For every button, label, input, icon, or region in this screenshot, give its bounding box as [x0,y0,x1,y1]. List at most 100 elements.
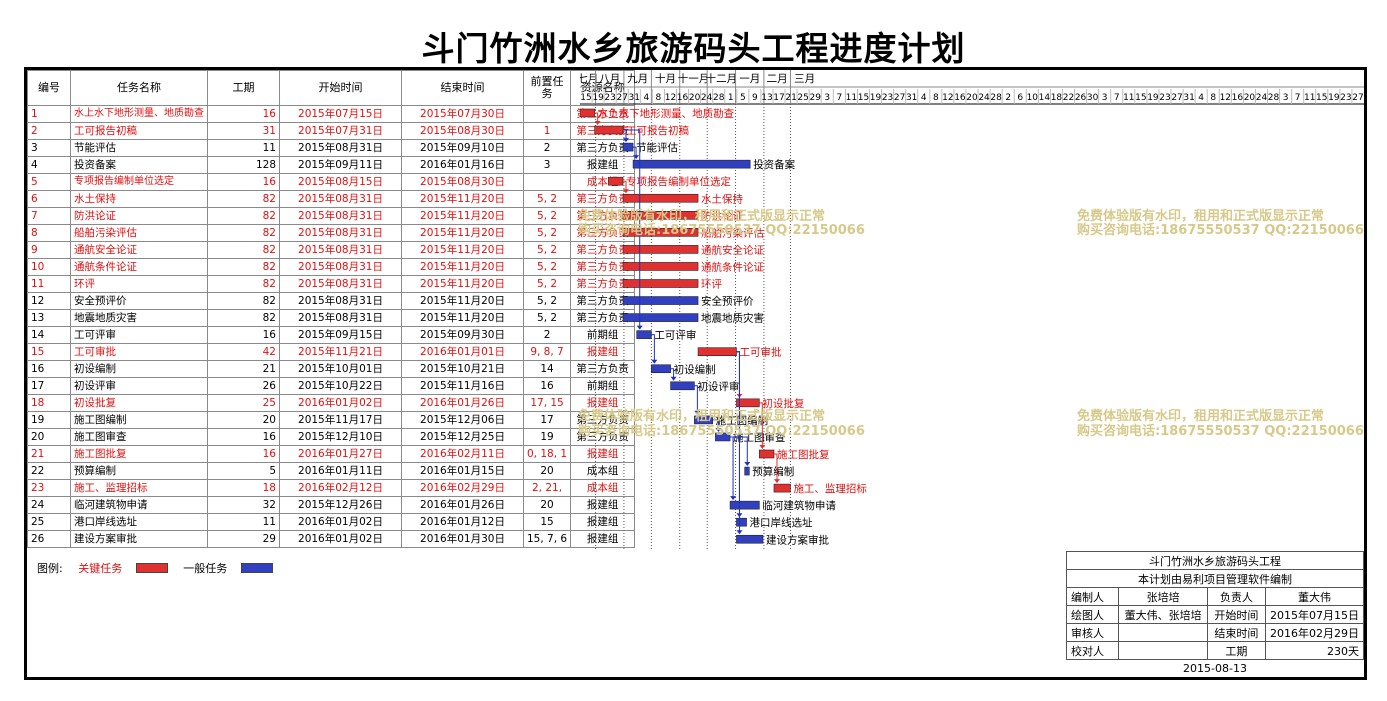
cell-start: 2015年08月31日 [279,190,402,208]
cell-start: 2015年11月21日 [279,343,402,361]
cell-dur: 32 [207,496,280,514]
cell-end: 2015年08月30日 [401,173,524,191]
cell-pred: 19 [522,428,572,446]
day-tick: 23 [604,93,615,103]
cell-name: 环评 [70,275,208,293]
cell-pred: 3 [522,156,572,174]
cell-end: 2016年01月01日 [401,343,524,361]
info-start: 2015年07月15日 [1264,605,1365,624]
info-editor-label: 编制人 [1065,587,1120,606]
cell-dur: 82 [207,241,280,259]
col-duration-header[interactable]: 工期 [207,70,280,106]
dependency-arrow [594,121,601,126]
cell-dur: 82 [207,224,280,242]
day-tick: 23 [882,93,893,103]
cell-end: 2016年01月15日 [401,462,524,480]
cell-id: 24 [27,496,71,514]
day-tick: 11 [1123,93,1134,103]
col-name-header[interactable]: 任务名称 [70,70,208,106]
cell-dur: 82 [207,190,280,208]
legend-normal-label: 一般任务 [183,562,228,575]
day-tick: 6 [1017,93,1023,103]
cell-name: 通航安全论证 [70,241,208,259]
day-tick: 24 [701,93,713,103]
table-row[interactable]: 2工可报告初稿312015年07月31日2015年08月30日1第三方负责 [27,122,636,140]
legend-label: 图例: [37,562,63,575]
info-dur-label: 工期 [1206,641,1266,660]
month-label: 十二月 [706,72,738,85]
cell-dur: 16 [207,428,280,446]
col-pred-header[interactable]: 前置任务 [522,70,572,106]
bar-label: 港口岸线选址 [750,516,813,529]
legend-critical-label: 关键任务 [78,562,123,575]
cell-start: 2015年08月15日 [279,173,402,191]
bar-label: 通航条件论证 [701,260,764,273]
day-tick: 15 [580,93,591,103]
dependency-link [730,436,748,466]
bar-label: 初设批复 [762,397,804,410]
cell-end: 2015年12月25日 [401,428,524,446]
cell-id: 6 [27,190,71,208]
info-end: 2016年02月29日 [1264,623,1365,642]
info-drawer: 董大伟、张培培 [1118,605,1208,624]
cell-name: 施工图批复 [70,445,208,463]
task-bar [736,534,764,544]
day-tick: 7 [1295,93,1301,103]
cell-pred: 17 [522,411,572,429]
month-label: 七月 [580,73,598,85]
task-bar [622,193,699,203]
cell-id: 14 [27,326,71,344]
cell-id: 19 [27,411,71,429]
cell-end: 2015年12月06日 [401,411,524,429]
dependency-link [773,453,778,483]
col-start-header[interactable]: 开始时间 [279,70,402,106]
bar-label: 预算编制 [752,465,794,478]
day-tick: 8 [1210,93,1216,103]
cell-name: 地震地质灾害 [70,309,208,327]
col-id-header[interactable]: 编号 [27,70,71,106]
cell-start: 2015年08月31日 [279,139,402,157]
task-bar [773,483,791,493]
day-tick: 19 [592,93,604,103]
cell-dur: 16 [207,445,280,463]
cell-name: 水土保持 [70,190,208,208]
task-bar [729,500,760,510]
cell-dur: 11 [207,513,280,531]
cell-id: 12 [27,292,71,310]
cell-id: 21 [27,445,71,463]
cell-dur: 11 [207,139,280,157]
day-tick: 3 [824,93,830,103]
col-end-header[interactable]: 结束时间 [401,70,524,106]
dependency-arrow [744,462,751,467]
cell-end: 2015年07月30日 [401,105,524,123]
day-tick: 2 [1005,93,1011,103]
cell-name: 预算编制 [70,462,208,480]
cell-dur: 31 [207,122,280,140]
